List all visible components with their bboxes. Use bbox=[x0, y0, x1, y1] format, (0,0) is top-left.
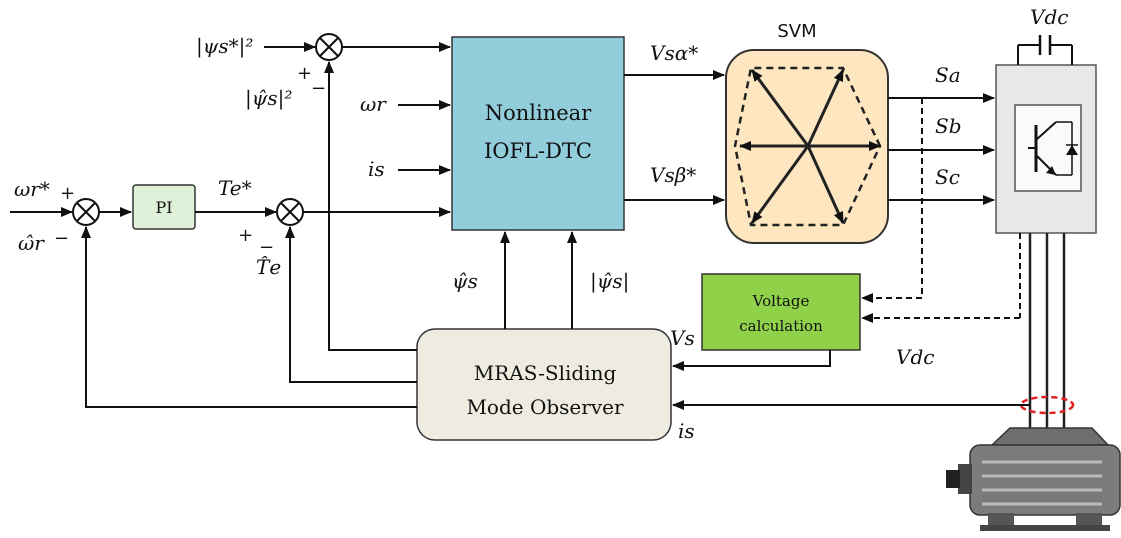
sign-speed-plus: + bbox=[60, 183, 75, 204]
pi-block: PI bbox=[132, 184, 196, 230]
summing-junction-flux bbox=[315, 33, 343, 61]
label-sc: Sc bbox=[935, 165, 960, 189]
label-te-est: T̂e bbox=[256, 255, 281, 279]
sign-flux-plus: + bbox=[297, 63, 312, 84]
label-is-output: is bbox=[678, 419, 695, 443]
label-sb: Sb bbox=[935, 114, 962, 138]
pi-label: PI bbox=[155, 198, 172, 217]
summing-junction-speed bbox=[72, 198, 100, 226]
voltage-label-line1: Voltage bbox=[752, 292, 810, 310]
label-v-alpha: Vsα* bbox=[650, 41, 698, 65]
signal-labels: |ψs*|² |ψ̂s|² ωr is ωr* ω̂r Te* T̂e Vsα*… bbox=[14, 5, 1068, 443]
label-i-s-input: is bbox=[368, 157, 385, 181]
label-psi-ref-sq: |ψs*|² bbox=[196, 34, 253, 59]
label-psi-est-sq: |ψ̂s|² bbox=[245, 86, 292, 111]
label-vs: Vs bbox=[670, 326, 695, 350]
hexagon-vector-icon bbox=[733, 66, 882, 227]
label-v-beta: Vsβ* bbox=[650, 163, 696, 187]
summing-junction-torque bbox=[276, 198, 304, 226]
igbt-icon bbox=[1014, 104, 1082, 192]
label-sa: Sa bbox=[935, 63, 961, 87]
label-vdc-top: Vdc bbox=[1030, 5, 1068, 29]
signal-wires bbox=[10, 42, 1030, 410]
voltage-label-line2: calculation bbox=[739, 317, 823, 335]
inverter-block bbox=[995, 35, 1097, 440]
junction-signs: + − + − + − bbox=[54, 63, 326, 258]
iofl-label-line2: IOFL-DTC bbox=[484, 139, 592, 163]
motor-icon bbox=[946, 427, 1121, 531]
sign-speed-minus: − bbox=[54, 228, 69, 249]
label-omega-r: ωr bbox=[360, 92, 387, 116]
voltage-calculation-block: Voltage calculation bbox=[701, 273, 861, 351]
label-te-ref: Te* bbox=[218, 176, 252, 200]
iofl-label-line1: Nonlinear bbox=[485, 101, 592, 125]
iofl-dtc-block: Nonlinear IOFL-DTC bbox=[451, 36, 625, 231]
label-vdc-side: Vdc bbox=[896, 345, 934, 369]
current-sensor-ring bbox=[1019, 395, 1075, 415]
sign-flux-minus: − bbox=[311, 78, 326, 99]
label-psi-est: ψ̂s bbox=[452, 269, 478, 293]
svm-label: SVM bbox=[777, 21, 816, 42]
sign-torque-plus: + bbox=[238, 225, 253, 246]
label-psi-mag: |ψ̂s| bbox=[590, 269, 629, 294]
svm-block: SVM bbox=[725, 21, 889, 244]
label-omega-ref: ωr* bbox=[14, 177, 50, 201]
label-omega-est: ω̂r bbox=[18, 231, 45, 255]
sign-torque-minus: − bbox=[259, 237, 274, 258]
capacitor-icon bbox=[1017, 35, 1073, 65]
observer-label-line2: Mode Observer bbox=[466, 395, 624, 419]
observer-label-line1: MRAS-Sliding bbox=[474, 361, 617, 385]
observer-block: MRAS-Sliding Mode Observer bbox=[416, 328, 672, 441]
